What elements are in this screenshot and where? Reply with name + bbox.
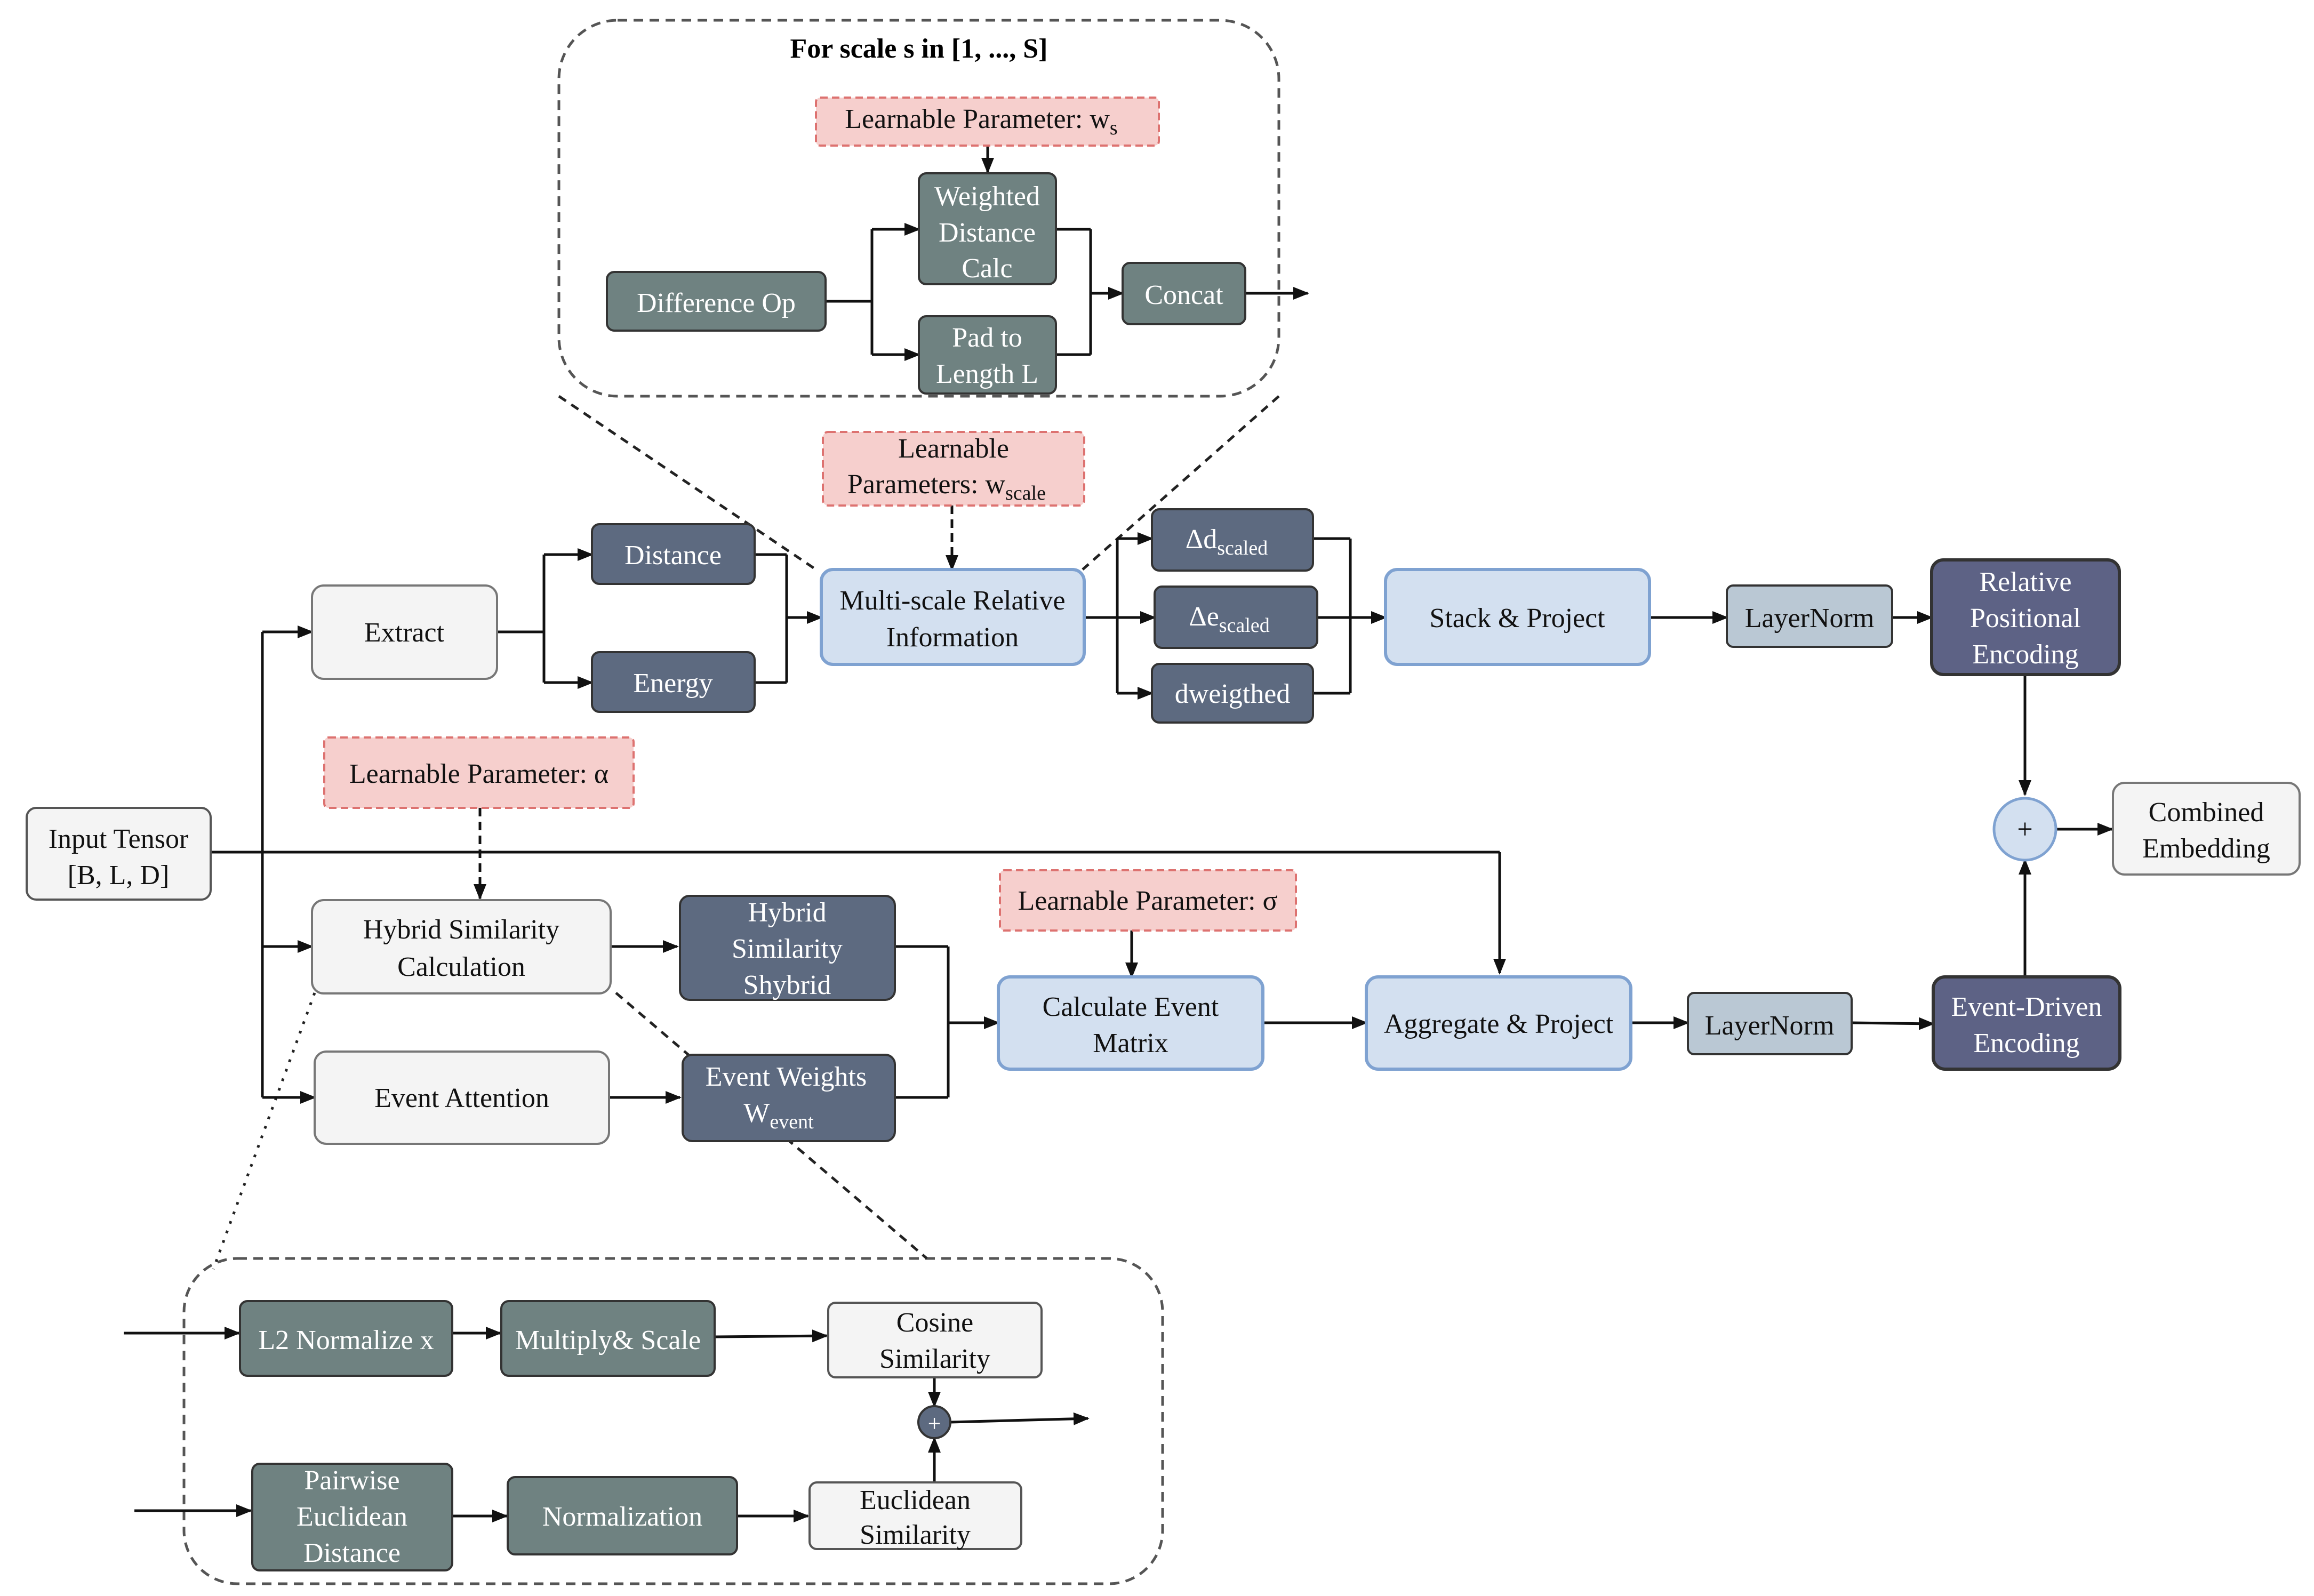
combined-embedding-node: Combined Embedding (2112, 782, 2301, 876)
weighted-distance-line2: Distance (939, 218, 1036, 248)
layernorm-top-node: LayerNorm (1726, 584, 1893, 648)
mini-plus-symbol: + (928, 1410, 941, 1437)
cosine-sim-line2: Similarity (879, 1344, 990, 1374)
pad-length-line1: Pad to (952, 323, 1022, 353)
euclid-sim-line1: Euclidean (860, 1485, 971, 1515)
pairwise-line3: Distance (303, 1538, 401, 1568)
scale-loop-title: For scale s in [1, ..., S] (790, 34, 1048, 64)
combined-line1: Combined (2149, 797, 2264, 828)
energy-label: Energy (633, 668, 712, 699)
aggregate-project-node: Aggregate & Project (1365, 975, 1632, 1071)
hybrid-calc-node: Hybrid Similarity Calculation (311, 899, 612, 995)
event-attention-label: Event Attention (374, 1083, 549, 1113)
event-weights-node: Event Weights Wevent (682, 1054, 896, 1142)
hybrid-detail-group (182, 1257, 1164, 1585)
relative-pe-node: Relative Positional Encoding (1930, 558, 2121, 676)
normalization-label: Normalization (542, 1502, 702, 1532)
distance-node: Distance (591, 523, 756, 585)
input-tensor-line1: Input Tensor (49, 824, 189, 854)
combine-plus-symbol: + (2017, 814, 2032, 845)
pad-length-line2: Length L (936, 359, 1038, 389)
layernorm-bottom-label: LayerNorm (1705, 1010, 1835, 1041)
event-driven-node: Event-Driven Encoding (1932, 975, 2121, 1071)
weighted-distance-line1: Weighted (934, 181, 1040, 212)
event-driven-line1: Event-Driven (1951, 992, 2102, 1022)
scale-loop-group (557, 19, 1280, 398)
hybrid-shybrid-node: Hybrid Similarity Shybrid (679, 895, 896, 1001)
hybrid-calc-line1: Hybrid Similarity (363, 915, 559, 945)
hybrid-calc-line2: Calculation (397, 952, 525, 982)
normalization-node: Normalization (507, 1476, 738, 1555)
delta-d-label: Δdscaled (1186, 524, 1268, 559)
difference-op-label: Difference Op (637, 288, 796, 318)
calc-event-matrix-node: Calculate Event Matrix (997, 975, 1264, 1071)
mini-plus-node: + (917, 1405, 951, 1439)
input-tensor-node: Input Tensor [B, L, D] (26, 807, 212, 901)
param-wscale-line1: Learnable (898, 434, 1009, 464)
param-alpha-label: Learnable Parameter: α (349, 759, 608, 789)
multiscale-line1: Multi-scale Relative (839, 586, 1065, 616)
cosine-sim-line1: Cosine (896, 1308, 973, 1338)
input-tensor-line2: [B, L, D] (68, 860, 170, 891)
delta-d-node: Δdscaled (1151, 508, 1314, 572)
event-weights-line2: Wevent (743, 1098, 814, 1133)
zoom-connectors (212, 395, 1280, 1270)
hybrid-shybrid-line2: Similarity (732, 934, 843, 964)
distance-label: Distance (624, 540, 722, 571)
euclid-sim-line2: Similarity (860, 1520, 971, 1550)
dweigthed-node: dweigthed (1151, 663, 1314, 724)
difference-op-node: Difference Op (606, 271, 827, 332)
relative-pe-line2: Positional (1970, 603, 2081, 633)
param-wscale-line2: Parameters: wscale (847, 469, 1046, 504)
dweigthed-label: dweigthed (1175, 679, 1291, 709)
param-sigma-node: Learnable Parameter: σ (999, 869, 1297, 932)
hybrid-shybrid-line3: Shybrid (743, 970, 831, 1000)
weighted-distance-line3: Calc (962, 253, 1012, 284)
pad-length-node: Pad to Length L (918, 315, 1057, 395)
energy-node: Energy (591, 651, 756, 713)
l2-normalize-node: L2 Normalize x (239, 1300, 453, 1377)
event-driven-line2: Encoding (1973, 1028, 2079, 1058)
stack-project-node: Stack & Project (1384, 568, 1651, 666)
param-sigma-label: Learnable Parameter: σ (1018, 886, 1277, 916)
combine-plus-node: + (1992, 797, 2057, 862)
extract-node: Extract (311, 584, 498, 680)
multiply-scale-node: Multiply& Scale (500, 1300, 716, 1377)
multiscale-line2: Information (886, 622, 1019, 653)
delta-e-label: Δescaled (1189, 601, 1269, 637)
pairwise-line2: Euclidean (297, 1502, 407, 1532)
param-wscale-node: Learnable Parameters: wscale (822, 431, 1085, 507)
cosine-sim-node: Cosine Similarity (827, 1302, 1043, 1378)
param-ws-label: Learnable Parameter: ws (845, 104, 1117, 139)
aggregate-project-label: Aggregate & Project (1384, 1009, 1614, 1039)
delta-e-node: Δescaled (1154, 586, 1318, 649)
relative-pe-line3: Encoding (1972, 639, 2078, 670)
calc-event-matrix-line1: Calculate Event (1043, 992, 1219, 1022)
pairwise-euclid-node: Pairwise Euclidean Distance (251, 1463, 453, 1571)
concat-node: Concat (1122, 262, 1246, 325)
weighted-distance-node: Weighted Distance Calc (918, 172, 1057, 285)
hybrid-shybrid-line1: Hybrid (748, 897, 826, 928)
layernorm-bottom-node: LayerNorm (1687, 992, 1853, 1055)
stack-project-label: Stack & Project (1429, 603, 1605, 633)
pairwise-line1: Pairwise (304, 1465, 399, 1496)
event-weights-line1: Event Weights (706, 1062, 867, 1092)
event-attention-node: Event Attention (314, 1050, 610, 1145)
param-ws-node: Learnable Parameter: ws (815, 97, 1160, 147)
extract-label: Extract (364, 617, 445, 648)
layernorm-top-label: LayerNorm (1745, 603, 1875, 633)
relative-pe-line1: Relative (1979, 567, 2071, 597)
euclid-sim-node: Euclidean Similarity (808, 1481, 1022, 1550)
connections (124, 144, 2113, 1522)
combined-line2: Embedding (2142, 833, 2270, 864)
calc-event-matrix-line2: Matrix (1093, 1028, 1168, 1058)
param-alpha-node: Learnable Parameter: α (323, 736, 635, 809)
multiscale-node: Multi-scale Relative Information (820, 568, 1086, 666)
l2-normalize-label: L2 Normalize x (258, 1325, 434, 1356)
concat-label: Concat (1144, 280, 1223, 310)
multiply-scale-label: Multiply& Scale (515, 1325, 701, 1356)
